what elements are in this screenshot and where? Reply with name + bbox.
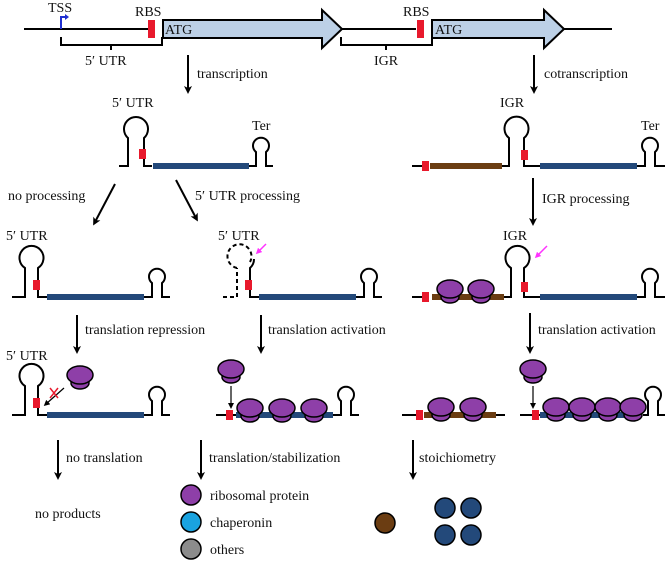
ribosome-icon: [217, 359, 245, 384]
mrna-processed: 5′ UTR: [218, 229, 382, 300]
utr-label: 5′ UTR: [85, 54, 127, 69]
atg-label: ATG: [435, 23, 462, 38]
igr-label: IGR: [500, 96, 525, 111]
cotranscription-label: cotranscription: [544, 67, 628, 82]
translation-activation-label-2: translation activation: [538, 323, 656, 338]
ter-label: Ter: [641, 119, 660, 134]
mrna-full: 5′ UTR Ter: [112, 96, 273, 169]
utr-bracket: [60, 37, 163, 50]
rbs-box: [417, 20, 424, 38]
legend-swatch-chaperonin: [180, 511, 202, 533]
tss-label: TSS: [48, 1, 72, 16]
utr-label: 5′ UTR: [218, 229, 260, 244]
utr-processing-label: 5′ UTR processing: [195, 189, 300, 204]
no-products-label: no products: [35, 507, 101, 522]
igr-label: IGR: [503, 229, 528, 244]
product-brown: [374, 512, 396, 534]
translation-repression-label: translation repression: [85, 323, 205, 338]
utr-label: 5′ UTR: [6, 229, 48, 244]
stoichiometry-label: stoichiometry: [419, 451, 496, 466]
legend: ribosomal protein chaperonin others: [180, 484, 309, 560]
ribosome-icon: [268, 398, 296, 423]
igr-label: IGR: [374, 54, 399, 69]
rbs-label: RBS: [403, 5, 429, 20]
igr-bracket: [340, 37, 433, 50]
ribosome-icon: [300, 398, 328, 423]
product-blue: [460, 524, 482, 546]
translation-activation-label: translation activation: [268, 323, 386, 338]
cds-blue: [153, 163, 249, 169]
product-blue: [434, 497, 456, 519]
blocked-x-icon: [49, 387, 59, 399]
ter-label: Ter: [252, 119, 271, 134]
product-blue: [434, 524, 456, 546]
mrna-both-translated: [402, 359, 665, 422]
mrna-polycistronic: IGR Ter: [412, 96, 665, 171]
cleavage-arrow-icon: [534, 245, 548, 259]
legend-label: chaperonin: [210, 516, 272, 531]
legend-swatch-ribosomal: [180, 484, 202, 506]
rbs-box: [148, 20, 155, 38]
atg-label: ATG: [165, 23, 192, 38]
stoichiometry-products: [374, 497, 482, 546]
mrna-unprocessed: 5′ UTR: [6, 229, 170, 300]
mrna-igr-processed: IGR: [412, 229, 665, 304]
ribosome-icon: [66, 365, 94, 390]
ribosome-icon: [236, 398, 264, 423]
mrna-repressed: 5′ UTR: [6, 349, 170, 418]
no-translation-label: no translation: [66, 451, 143, 466]
legend-swatch-others: [180, 538, 202, 560]
legend-label: others: [210, 543, 244, 558]
terminator: [249, 136, 273, 167]
product-blue: [460, 497, 482, 519]
cleavage-arrow-icon: [255, 243, 267, 255]
gene-arrow-2: [431, 7, 566, 51]
mrna-translated: [216, 359, 359, 423]
rbs-label: RBS: [135, 5, 161, 20]
rbs-box: [139, 149, 146, 159]
utr-label: 5′ UTR: [6, 349, 48, 364]
ribosome-icon: [519, 359, 547, 384]
translation-stabilization-label: translation/stabilization: [209, 451, 340, 466]
cds-brown: [430, 163, 502, 169]
utr-label: 5′ UTR: [112, 96, 154, 111]
transcription-label: transcription: [197, 67, 268, 82]
no-processing-label: no processing: [8, 189, 85, 204]
igr-processing-label: IGR processing: [542, 192, 630, 207]
legend-label: ribosomal protein: [210, 489, 309, 504]
gene-map: TSS RBS ATG 5′ UTR RBS ATG IGR: [24, 1, 612, 69]
gene-arrow-1: [162, 7, 344, 51]
